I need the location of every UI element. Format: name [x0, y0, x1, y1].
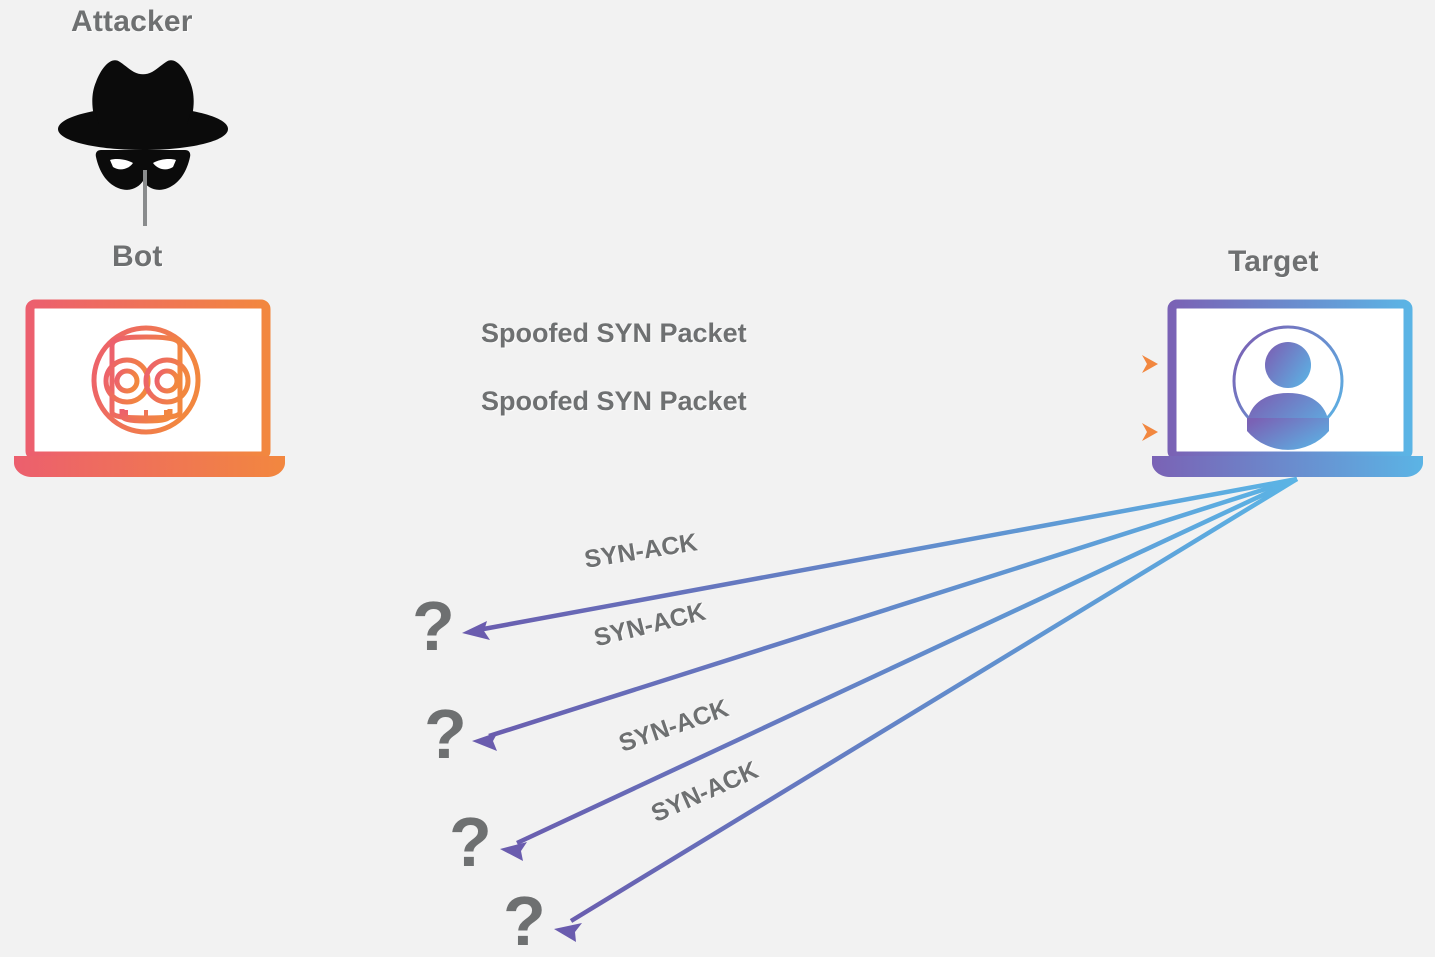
target-laptop	[1152, 299, 1423, 477]
user-person-icon	[1232, 325, 1344, 450]
spoofed-syn-arrow-2	[265, 423, 1158, 441]
target-label: Target	[1228, 245, 1319, 278]
question-mark-1: ?	[412, 587, 455, 665]
question-mark-4: ?	[503, 882, 546, 957]
spoofed-syn-arrow-1	[265, 355, 1158, 373]
hacker-hat-mask-icon	[58, 60, 228, 190]
question-mark-2: ?	[424, 695, 467, 773]
syn-ack-arrow-1	[462, 476, 1298, 640]
robot-face-icon	[91, 325, 201, 435]
spoofed-syn-label-2: Spoofed SYN Packet	[481, 386, 747, 416]
question-mark-3: ?	[449, 803, 492, 881]
attacker-label: Attacker	[71, 5, 193, 38]
syn-ack-arrow-2	[472, 476, 1298, 751]
spoofed-syn-label-1: Spoofed SYN Packet	[481, 318, 747, 348]
bot-label: Bot	[112, 240, 163, 273]
bot-laptop	[14, 299, 285, 477]
syn-ack-arrow-3	[500, 476, 1298, 861]
syn-ack-arrow-4	[554, 477, 1299, 942]
